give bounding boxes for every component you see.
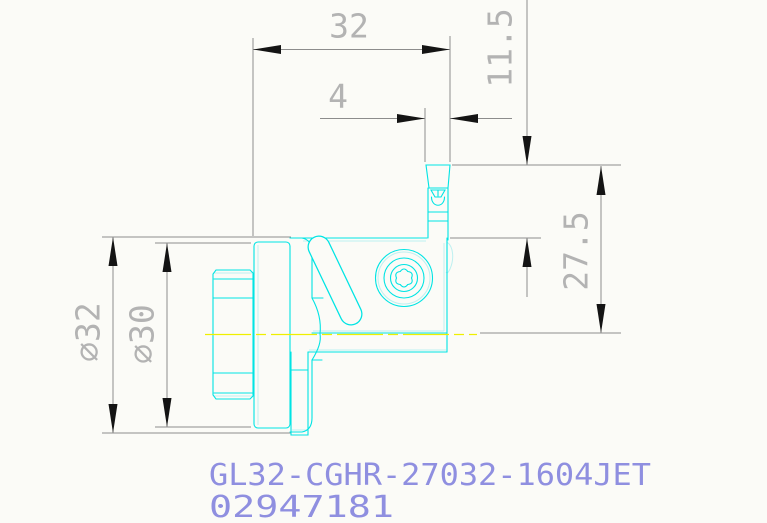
- dimension-4: 4: [320, 77, 512, 162]
- arrowhead-up: [162, 243, 172, 272]
- insert-tab: [425, 164, 451, 241]
- screw-outer-circle: [374, 248, 434, 308]
- arrowhead-down: [108, 404, 118, 433]
- cone-waist-curve: [311, 333, 321, 361]
- arrowhead-up: [108, 237, 118, 266]
- dim-dia32-label: ∅32: [69, 302, 108, 362]
- arrowhead-up: [596, 166, 606, 195]
- dim-dia30-label: ∅30: [123, 304, 162, 364]
- screw-bore-circle: [389, 263, 419, 293]
- dim-32-label: 32: [329, 7, 369, 46]
- cone-waist-curve: [311, 297, 321, 335]
- dimension-27-5: 27.5: [480, 166, 621, 334]
- screw-mid-circle: [383, 257, 425, 299]
- torx-screw: [374, 248, 434, 308]
- clamp-screw-head: [430, 189, 446, 198]
- arrowhead-right: [422, 45, 450, 54]
- part-number-line1: GL32-CGHR-27032-1604JET: [209, 458, 651, 493]
- dim-4-label: 4: [328, 77, 348, 116]
- skirt-outline: [290, 351, 309, 436]
- clamp-screw-arc: [430, 196, 446, 206]
- nut-outline: [212, 269, 254, 400]
- torx-socket: [395, 268, 413, 288]
- dimension-dia-30: ∅30: [123, 242, 251, 428]
- lower-skirt: [290, 351, 309, 436]
- dim-27-5-label: 27.5: [557, 211, 596, 290]
- dimension-dia-32: ∅32: [69, 236, 291, 434]
- arrowhead-down: [596, 304, 606, 333]
- arrowhead-up: [522, 238, 532, 267]
- screw-inner-ring: [377, 251, 431, 305]
- arrowhead-left: [450, 114, 478, 123]
- dimension-32: 32: [252, 7, 451, 236]
- part-number-block: GL32-CGHR-27032-1604JET 02947181: [209, 458, 651, 523]
- cone-bottom-edge: [289, 359, 313, 433]
- arrowhead-down: [162, 398, 172, 427]
- tab-trapezoid: [425, 164, 451, 189]
- arrowhead-right: [397, 114, 425, 123]
- dimension-11-5: 11.5: [450, 0, 621, 297]
- dim-11-5-label: 11.5: [481, 8, 520, 87]
- part-number-line2: 02947181: [209, 490, 394, 523]
- slot-capsule-inner: [308, 236, 362, 325]
- angled-slot: [307, 235, 363, 326]
- clamp-nut: [212, 269, 254, 400]
- arrowhead-left: [253, 45, 281, 54]
- arrowhead-down: [522, 136, 532, 165]
- part-drawing: [205, 164, 477, 436]
